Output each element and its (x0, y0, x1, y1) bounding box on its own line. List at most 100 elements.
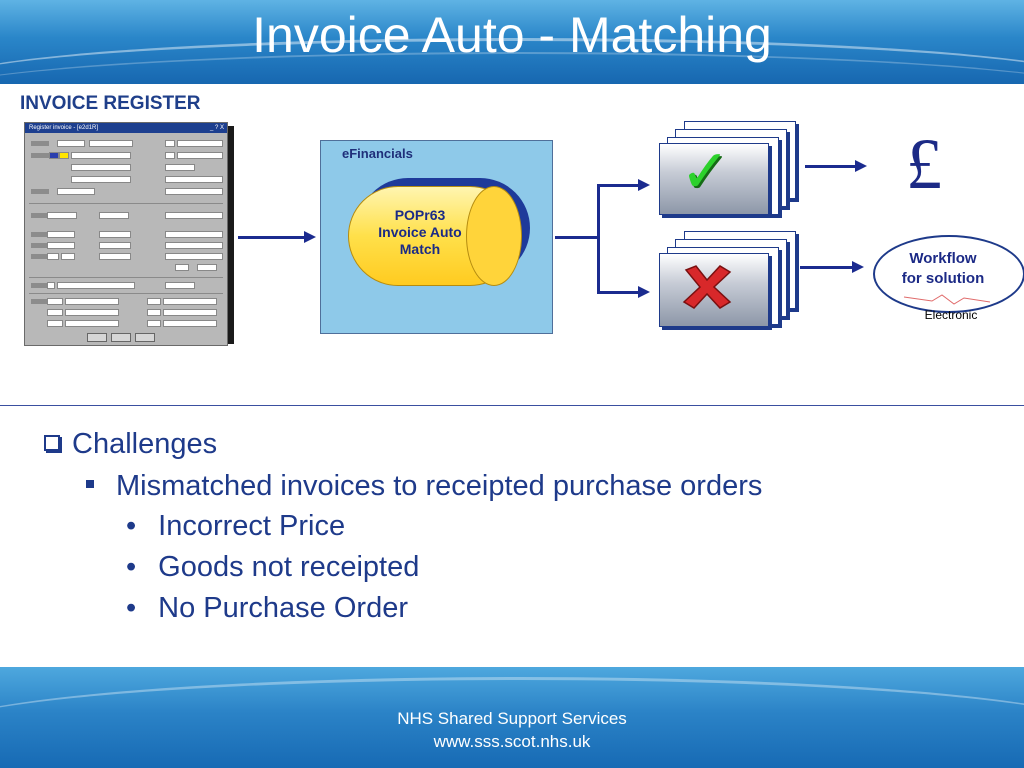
footer-band (0, 667, 1024, 768)
form-field (47, 242, 75, 249)
arrow-line (555, 236, 598, 239)
process-line: POPr63 (394, 207, 446, 223)
form-divider (29, 203, 223, 204)
matched-document (659, 143, 769, 215)
arrow-line (597, 184, 600, 294)
form-field (47, 309, 63, 316)
form-label (31, 232, 49, 237)
form-field (99, 253, 131, 260)
square-bullet-icon (86, 480, 94, 488)
form-field (177, 152, 223, 159)
form-field (49, 152, 59, 159)
form-field (47, 298, 63, 305)
form-field (163, 309, 217, 316)
form-field (47, 320, 63, 327)
form-label (31, 189, 49, 194)
form-field (99, 231, 131, 238)
form-field (71, 164, 131, 171)
pound-icon: £ (906, 124, 942, 204)
form-field (165, 176, 223, 183)
form-field (165, 140, 175, 147)
form-field (165, 231, 223, 238)
invoice-register-label: INVOICE REGISTER (20, 93, 201, 114)
arrow-line (597, 291, 639, 294)
bullet-item: • Goods not receipted (126, 551, 419, 584)
authorise-button (111, 333, 131, 342)
form-label (31, 254, 49, 259)
header-wave (0, 52, 1024, 84)
invoice-register-screenshot: Register invoice - [e2d1R] _ ? X (24, 122, 228, 346)
form-label (31, 283, 49, 288)
cylinder-cap (466, 186, 522, 286)
footer-url[interactable]: www.sss.scot.nhs.uk (433, 732, 591, 751)
header-band (0, 0, 1024, 84)
form-field (65, 320, 119, 327)
form-label (31, 141, 49, 146)
bullet-text: Goods not receipted (158, 551, 420, 583)
form-field (163, 298, 217, 305)
form-field (99, 212, 129, 219)
slide-title: Invoice Auto - Matching (252, 7, 772, 63)
arrow-line (238, 236, 306, 239)
form-divider (29, 293, 223, 294)
process-line: Match (399, 241, 441, 257)
dot-bullet-icon: • (126, 551, 137, 583)
electronic-label: Electronic (924, 308, 978, 322)
form-field (165, 164, 195, 171)
arrow-line (597, 184, 639, 187)
form-label (31, 153, 49, 158)
form-field (71, 152, 131, 159)
form-field (165, 212, 223, 219)
bullet-text: Incorrect Price (158, 510, 346, 542)
screenshot-titlebar: Register invoice - [e2d1R] _ ? X (25, 123, 227, 133)
check-icon: ✓ (680, 137, 731, 207)
form-field (165, 242, 223, 249)
lightning-icon (903, 294, 991, 305)
form-field (65, 309, 119, 316)
arrow-head (638, 179, 650, 191)
arrow-head (855, 160, 867, 172)
workflow-label: Workflow for solution (873, 249, 1013, 289)
form-field (177, 140, 223, 147)
form-label (31, 299, 49, 304)
efinancials-label: eFinancials (342, 146, 413, 161)
workflow-line: Workflow (909, 250, 977, 267)
footer-wave (0, 677, 1024, 768)
form-field (71, 176, 131, 183)
form-field (197, 264, 217, 271)
bullet-item: • Incorrect Price (126, 510, 345, 543)
process-line: Invoice Auto (378, 224, 462, 240)
section-divider (0, 405, 1024, 406)
dot-bullet-icon: • (126, 510, 137, 542)
form-field (165, 282, 195, 289)
form-field (165, 188, 223, 195)
arrow-line (805, 165, 855, 168)
close-button (87, 333, 107, 342)
screenshot-window-title: Register invoice - [e2d1R] (29, 125, 99, 131)
form-field (59, 152, 69, 159)
form-field (175, 264, 189, 271)
footer-org: NHS Shared Support Services (397, 709, 627, 728)
cross-icon (682, 265, 732, 309)
form-field (163, 320, 217, 327)
form-field (99, 242, 131, 249)
form-field (47, 212, 77, 219)
form-field (47, 231, 75, 238)
form-field (47, 253, 59, 260)
checkbox-bullet-icon (44, 435, 60, 451)
form-field (61, 253, 75, 260)
popr63-label: POPr63 Invoice Auto Match (352, 207, 488, 258)
arrow-head (304, 231, 316, 243)
bullet-challenges: Challenges (44, 428, 217, 461)
bullet-item: •No Purchase Order (126, 592, 408, 625)
form-field (165, 152, 175, 159)
form-field (147, 298, 161, 305)
form-label (31, 243, 49, 248)
form-field (89, 140, 133, 147)
bullet-text: Challenges (72, 428, 218, 460)
form-field (147, 309, 161, 316)
form-field (57, 188, 95, 195)
workflow-line: for solution (901, 270, 985, 287)
form-field (57, 140, 85, 147)
form-field (47, 282, 55, 289)
